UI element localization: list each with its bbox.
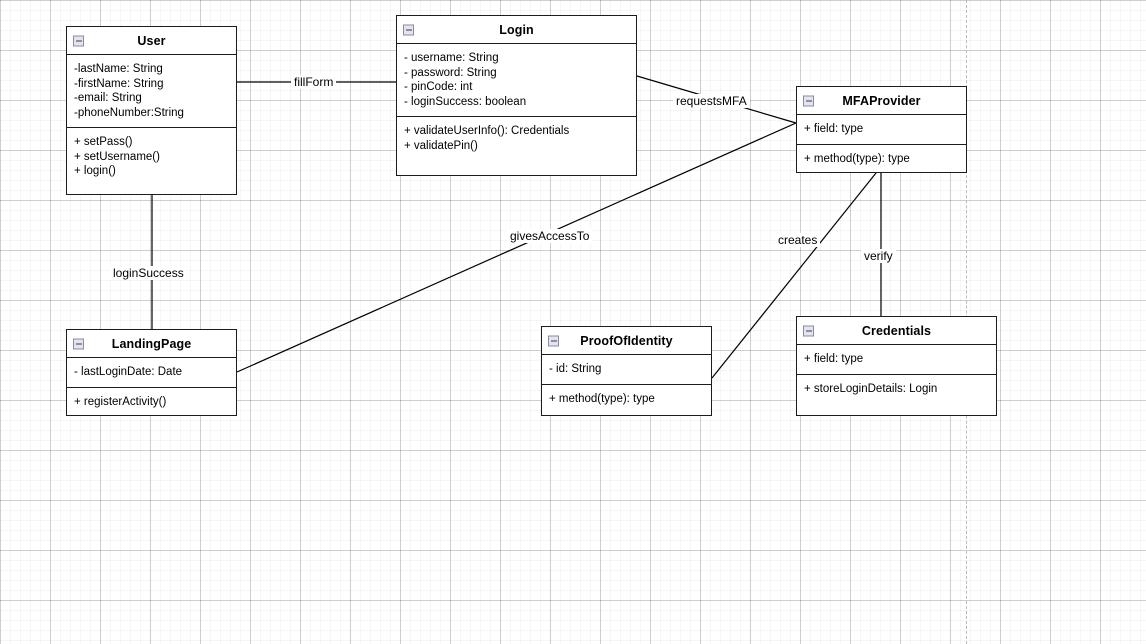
uml-class-landingpage[interactable]: LandingPage - lastLoginDate: Date + regist…: [66, 329, 237, 416]
class-name: LandingPage: [111, 336, 192, 351]
methods-compartment: + method(type): type: [542, 383, 711, 414]
class-attribute: -email: String: [74, 92, 142, 104]
class-method: + method(type): type: [804, 152, 910, 165]
class-attribute: + field: type: [804, 123, 864, 135]
uml-class-proofofidentity[interactable]: ProofOfIdentity - id: String + method(type…: [541, 326, 712, 416]
edge-label-loginsuccess: loginSuccess: [110, 266, 187, 280]
class-method: + storeLoginDetails: Login: [804, 382, 938, 395]
class-header: ProofOfIdentity: [542, 327, 711, 355]
class-header: User: [67, 27, 236, 55]
class-name: ProofOfIdentity: [580, 333, 673, 348]
class-attribute: - loginSuccess: boolean: [404, 95, 527, 108]
edge-label-fillform: fillForm: [291, 75, 337, 89]
class-attribute: + field: type: [804, 353, 864, 365]
class-attribute: -lastName: String: [74, 63, 163, 75]
methods-compartment: + validateUserInfo(): Credentials + valid…: [397, 116, 636, 160]
edge-label-requestsmfa: requestsMFA: [673, 94, 750, 108]
attributes-compartment: -lastName: String -firstName: String -emai…: [67, 55, 236, 127]
uml-class-login[interactable]: Login - username: String - password: Strin…: [396, 15, 637, 176]
class-attribute: - username: String: [404, 52, 499, 64]
class-attribute: - id: String: [549, 363, 602, 375]
class-header: Credentials: [797, 317, 996, 345]
class-header: MFAProvider: [797, 87, 966, 115]
collapse-minus-icon[interactable]: [803, 95, 814, 106]
uml-class-credentials[interactable]: Credentials + field: type + storeLoginDeta…: [796, 316, 997, 416]
methods-compartment: + method(type): type: [797, 143, 966, 174]
class-attribute: -phoneNumber:String: [74, 106, 184, 119]
uml-class-user[interactable]: User-lastName: String-firstName: String-…: [66, 26, 237, 195]
class-attribute: - pinCode: int: [404, 81, 473, 93]
collapse-minus-icon[interactable]: [73, 338, 84, 349]
edge-label-creates: creates: [775, 233, 821, 247]
minus-glyph: [805, 330, 812, 331]
class-method: + login(): [74, 165, 116, 177]
edge-label-givesaccessto: givesAccessTo: [507, 229, 593, 243]
class-name: User: [137, 33, 166, 48]
class-attribute: - lastLoginDate: Date: [74, 366, 183, 378]
collapse-minus-icon[interactable]: [548, 335, 559, 346]
minus-glyph: [75, 40, 82, 41]
minus-glyph: [550, 340, 557, 341]
minus-glyph: [75, 343, 82, 344]
class-method: + validateUserInfo(): Credentials: [404, 125, 570, 137]
class-header: Login: [397, 16, 636, 44]
class-method: + setUsername(): [74, 150, 160, 163]
class-method: + validatePin(): [404, 139, 478, 152]
minus-glyph: [805, 100, 812, 101]
minus-glyph: [405, 29, 412, 30]
collapse-minus-icon[interactable]: [803, 325, 814, 336]
class-attribute: - password: String: [404, 66, 497, 79]
class-attribute: -firstName: String: [74, 77, 164, 90]
attributes-compartment: - username: String - password: String - pi…: [397, 44, 636, 116]
class-header: LandingPage: [67, 330, 236, 358]
methods-compartment: + registerActivity(): [67, 386, 236, 417]
collapse-minus-icon[interactable]: [403, 24, 414, 35]
class-method: + method(type): type: [549, 392, 655, 405]
class-method: + registerActivity(): [74, 395, 167, 408]
methods-compartment: + storeLoginDetails: Login: [797, 373, 996, 404]
class-name: Login: [499, 22, 534, 37]
uml-class-mfaprovider[interactable]: MFAProvider + field: type + method(type): …: [796, 86, 967, 173]
class-name: MFAProvider: [842, 93, 921, 108]
attributes-compartment: - id: String: [542, 355, 711, 384]
class-method: + setPass(): [74, 136, 133, 148]
edge-label-verify: verify: [861, 249, 896, 263]
class-name: Credentials: [861, 323, 932, 338]
collapse-minus-icon[interactable]: [73, 35, 84, 46]
attributes-compartment: + field: type: [797, 115, 966, 144]
attributes-compartment: - lastLoginDate: Date: [67, 358, 236, 387]
methods-compartment: + setPass() + setUsername() + login(): [67, 127, 236, 186]
attributes-compartment: + field: type: [797, 345, 996, 374]
